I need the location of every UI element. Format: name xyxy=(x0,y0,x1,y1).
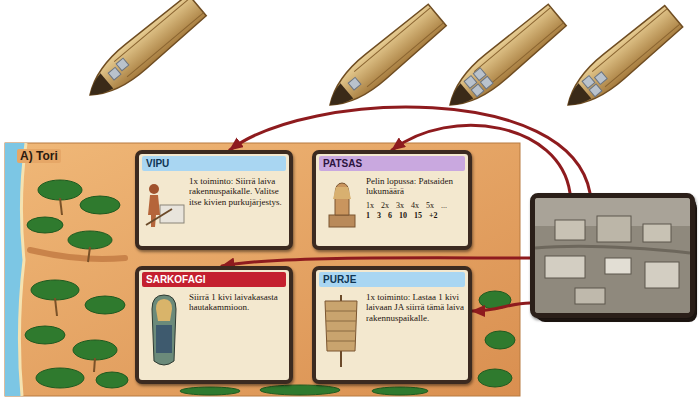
card-text: Pelin lopussa: Patsaiden lukumäärä xyxy=(366,176,464,197)
card-art xyxy=(142,291,187,375)
boat xyxy=(440,3,568,118)
statue-picture xyxy=(319,175,364,235)
card-heading: PURJE xyxy=(319,272,465,287)
card-heading: SARKOFAGI xyxy=(142,272,286,287)
card-heading: PATSAS xyxy=(319,156,465,171)
card-heading: VIPU xyxy=(142,156,286,171)
card-body: 1x toiminto: Lastaa 1 kivi laivaan JA si… xyxy=(366,292,464,377)
card-deck xyxy=(530,193,695,318)
boats xyxy=(80,0,684,117)
market-board: A) ToriVIPU 1x toiminto: Siirrä laiva rak… xyxy=(5,143,520,396)
deck-stack xyxy=(534,197,697,322)
market-card: PATSAS Pelin lopussa: Patsaiden lukumäärä… xyxy=(312,150,472,250)
market-card: VIPU 1x toiminto: Siirrä laiva rakennuspa… xyxy=(135,150,293,250)
arrow-connector xyxy=(222,258,530,266)
card-text: 1x toiminto: Lastaa 1 kivi laivaan JA si… xyxy=(366,292,464,323)
market-card: SARKOFAGI Siirrä 1 kivi laivakasasta haut… xyxy=(135,266,293,384)
boat xyxy=(320,3,448,118)
card-text: 1x toiminto: Siirrä laiva rakennuspaikal… xyxy=(189,176,285,207)
card-art xyxy=(319,291,364,375)
card-art xyxy=(142,175,187,239)
table-row: 1 3 6 10 15 +2 xyxy=(366,211,464,221)
boat xyxy=(558,4,684,117)
deck-picture xyxy=(535,198,690,313)
palm-trunks xyxy=(55,198,95,372)
boat xyxy=(80,0,208,107)
market-card: PURJE 1x toiminto: Lastaa 1 kivi laivaan … xyxy=(312,266,472,384)
deck-art xyxy=(535,198,690,317)
lever-picture xyxy=(142,175,187,235)
arrow-connector xyxy=(472,303,530,311)
sail-picture xyxy=(319,291,364,371)
card-body: Siirrä 1 kivi laivakasasta hautakammioon… xyxy=(189,292,285,377)
card-text: Siirrä 1 kivi laivakasasta hautakammioon… xyxy=(189,292,285,313)
board-ground xyxy=(5,143,520,396)
card-body: Pelin lopussa: Patsaiden lukumäärä 1x 2x … xyxy=(366,176,464,243)
card-body: 1x toiminto: Siirrä laiva rakennuspaikal… xyxy=(189,176,285,243)
sarcophagus-picture xyxy=(142,291,187,371)
board-heading: A) Tori xyxy=(17,149,61,163)
card-art xyxy=(319,175,364,239)
table-row: 1x 2x 3x 4x 5x ... xyxy=(366,201,464,211)
